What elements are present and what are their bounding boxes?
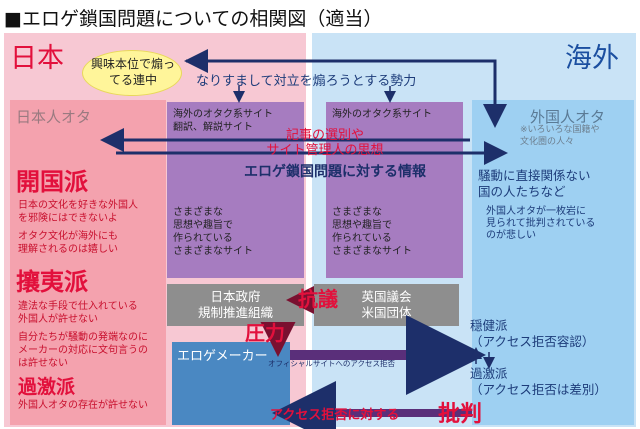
selection-line: 記事の選別や bbox=[285, 128, 364, 143]
protest-label: 抗議 bbox=[298, 287, 338, 311]
japanese-otaku-label: 日本人オタ bbox=[16, 108, 92, 126]
site1-body-line: 思想や趣旨で bbox=[173, 220, 233, 231]
japan-label: 日本 bbox=[10, 43, 64, 74]
faction-radical-heading: 過激派 bbox=[18, 376, 76, 398]
sad-line: 見られて批判されている bbox=[486, 218, 596, 229]
overseas-site-box-1: 海外のオタク系サイト 翻訳、解説サイト さまざまな 思想や趣旨で 作られている … bbox=[167, 102, 304, 278]
foreign-otaku-note-line: ※いろいろな国籍や bbox=[520, 125, 600, 135]
pressure-label: 圧力 bbox=[245, 321, 285, 345]
brit-line: 米国団体 bbox=[361, 305, 412, 320]
faction-radical-line: 外国人オタの存在が許せない bbox=[18, 400, 148, 411]
site1-head-line1: 海外のオタク系サイト bbox=[173, 109, 273, 120]
faction-opening-line: 日本の文化を好きな外国人 bbox=[18, 200, 138, 211]
official-site-denial-label: オフィシャルサイトへのアクセス拒否 bbox=[268, 359, 395, 368]
faction-opening-line: オタク文化が海外にも bbox=[18, 231, 118, 242]
faction-expel-line: メーカーの対応に文句言うの bbox=[18, 345, 148, 356]
faction-expel-line: 自分たちが騒動の発端なのに bbox=[18, 332, 148, 343]
uninvolved-line: 国の人たちなど bbox=[478, 184, 566, 199]
faction-opening-line: を邪険にはできないよ bbox=[18, 213, 118, 224]
page-title: ■エロゲ鎖国問題についての相関図（適当） bbox=[4, 8, 383, 30]
faction-expel-line: 違法な手段で仕入れている bbox=[18, 301, 138, 312]
criticism-label-small: アクセス拒否に対する bbox=[270, 408, 400, 423]
site2-body-line: さまざまな bbox=[332, 207, 382, 218]
site1-head-line2: 翻訳、解説サイト bbox=[173, 122, 253, 133]
site1-body-line: さまざまな bbox=[173, 207, 223, 218]
foreign-otaku-label: 外国人オタ bbox=[530, 108, 606, 126]
radical-faction-note: （アクセス拒否は差別） bbox=[470, 382, 607, 397]
faction-expel-line: は許せない bbox=[18, 358, 68, 369]
moderate-faction-note: （アクセス拒否容認） bbox=[470, 334, 595, 349]
sad-line: のが悲しい bbox=[486, 230, 536, 241]
faction-opening-line: 理解されるのは嬉しい bbox=[18, 244, 118, 255]
site2-body-line: 思想や趣旨で bbox=[332, 220, 392, 231]
overseas-site-box-2: 海外のオタク系サイト さまざまな 思想や趣旨で 作られている さまざまなサイト bbox=[326, 102, 463, 278]
agitator-ellipse bbox=[82, 50, 182, 96]
agitator-text: 興味本位で煽ってる連中 bbox=[90, 57, 175, 87]
selection-text: 記事の選別や サイト管理人の思想 bbox=[200, 128, 450, 158]
selection-line: サイト管理人の思想 bbox=[266, 143, 384, 158]
spoof-arrow bbox=[184, 49, 507, 128]
foreign-otaku-note-line: 文化圏の人々 bbox=[520, 137, 575, 147]
spoof-label: なりすまして対立を煽ろうとする勢力 bbox=[196, 74, 417, 89]
site2-body-line: 作られている bbox=[332, 233, 392, 244]
site2-body-line: さまざまなサイト bbox=[332, 246, 412, 257]
gov-line: 規制推進組織 bbox=[197, 305, 273, 320]
gov-line: 日本政府 bbox=[210, 289, 261, 304]
japan-government-box: 日本政府 規制推進組織 bbox=[167, 284, 304, 326]
sad-line: 外国人オタが一枚岩に bbox=[486, 206, 586, 217]
faction-opening-heading: 開国派 bbox=[16, 167, 88, 196]
site1-body-line: 作られている bbox=[173, 233, 233, 244]
uninvolved-line: 騒動に直接関係ない bbox=[478, 168, 591, 183]
faction-expel-heading: 攘夷派 bbox=[16, 267, 88, 296]
criticism-label-large: 批判 bbox=[438, 401, 483, 427]
overseas-label: 海外 bbox=[565, 43, 619, 74]
info-label: エロゲ鎖国問題に対する情報 bbox=[244, 164, 426, 180]
site1-body-line: さまざまなサイト bbox=[173, 246, 253, 257]
foreign-otaku-note: ※いろいろな国籍や 文化圏の人々 bbox=[520, 124, 600, 148]
brit-line: 英国議会 bbox=[361, 289, 412, 304]
faction-expel-line: 外国人が許せない bbox=[18, 314, 98, 325]
eroge-maker-label: エロゲメーカー bbox=[177, 349, 268, 364]
site2-head-line1: 海外のオタク系サイト bbox=[332, 109, 432, 120]
